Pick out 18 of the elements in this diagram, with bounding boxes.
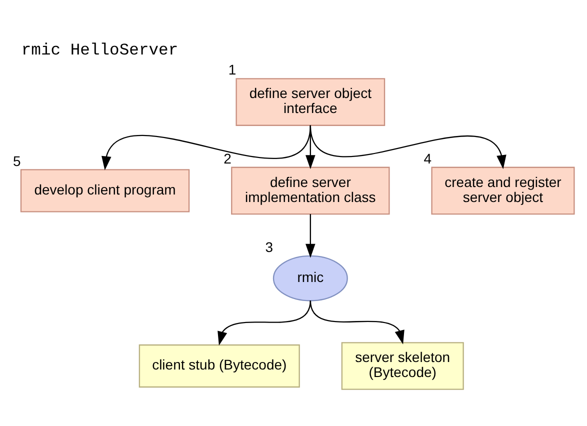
arrow xyxy=(310,125,506,170)
node-label: 3 xyxy=(265,239,274,256)
diagram-title: rmic HelloServer xyxy=(21,40,178,60)
node-ellipse: rmic xyxy=(272,255,348,302)
node-label: 4 xyxy=(424,150,432,166)
arrow xyxy=(102,125,311,170)
arrow xyxy=(218,300,311,346)
node-box: define server implementation class xyxy=(231,166,390,215)
node-label: 1 xyxy=(228,62,236,78)
node-label: 2 xyxy=(224,150,232,166)
node-box: server skeleton (Bytecode) xyxy=(341,342,464,390)
node-box: develop client program xyxy=(20,169,190,212)
arrow xyxy=(306,214,316,258)
node-box: create and register server object xyxy=(431,166,575,215)
node-box: client stub (Bytecode) xyxy=(138,344,300,388)
node-label: 5 xyxy=(13,152,21,169)
arrow xyxy=(310,300,404,344)
node-box: define server object interface xyxy=(236,78,386,126)
